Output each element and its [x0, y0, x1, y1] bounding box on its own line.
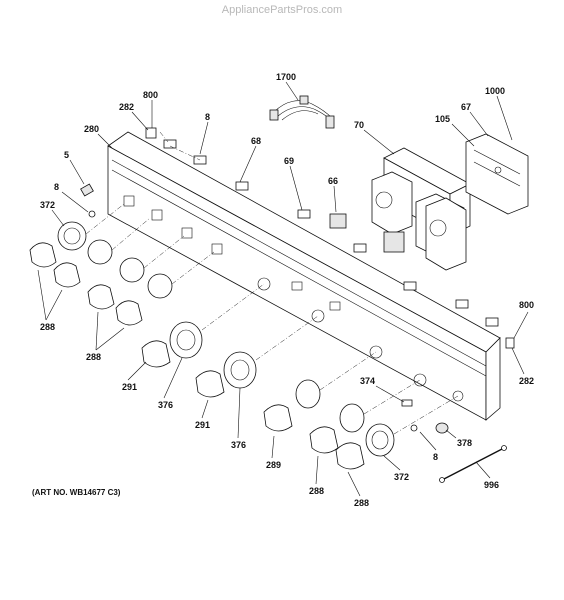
callout-280: 280 — [84, 124, 99, 134]
callout-288-left: 288 — [40, 322, 55, 332]
wire-harness[interactable] — [269, 95, 335, 129]
spark-module-assembly[interactable] — [371, 147, 471, 271]
callout-291-left: 291 — [122, 382, 137, 392]
callout-70: 70 — [354, 120, 364, 130]
callout-372-left: 372 — [40, 200, 55, 210]
control-panel-manifold[interactable] — [107, 131, 501, 421]
callout-1000: 1000 — [485, 86, 505, 96]
callout-8-right: 8 — [433, 452, 438, 462]
display-window[interactable] — [329, 213, 347, 229]
small-parts[interactable] — [80, 183, 507, 483]
alignment-lines — [85, 131, 459, 435]
callout-291-mid: 291 — [195, 420, 210, 430]
callout-282-top: 282 — [119, 102, 134, 112]
callout-372-right: 372 — [394, 472, 409, 482]
center-burner-controls[interactable] — [141, 321, 257, 398]
callout-282-right: 282 — [519, 376, 534, 386]
control-board[interactable] — [465, 133, 529, 215]
callout-69: 69 — [284, 156, 294, 166]
callout-288-b1: 288 — [309, 486, 324, 496]
callout-996: 996 — [484, 480, 499, 490]
callout-288-mid: 288 — [86, 352, 101, 362]
callout-288-b2: 288 — [354, 498, 369, 508]
callout-376-left: 376 — [158, 400, 173, 410]
callout-labels: 1700 1000 800 282 8 67 105 70 280 68 5 6… — [40, 72, 534, 508]
leader-lines — [37, 81, 529, 497]
callout-374: 374 — [360, 376, 375, 386]
callout-800-top: 800 — [143, 90, 158, 100]
callout-105: 105 — [435, 114, 450, 124]
callout-800-right: 800 — [519, 300, 534, 310]
callout-289: 289 — [266, 460, 281, 470]
watermark: AppliancePartsPros.com — [221, 4, 343, 16]
callout-378: 378 — [457, 438, 472, 448]
callout-67: 67 — [461, 102, 471, 112]
callout-8-top: 8 — [205, 112, 210, 122]
callout-376-mid: 376 — [231, 440, 246, 450]
callout-66: 66 — [328, 176, 338, 186]
callout-1700: 1700 — [276, 72, 296, 82]
left-burner-controls[interactable] — [29, 221, 173, 326]
callout-68: 68 — [251, 136, 261, 146]
callout-8-left: 8 — [54, 182, 59, 192]
art-number: (ART NO. WB14677 C3) — [32, 488, 121, 497]
right-burner-controls[interactable] — [263, 379, 395, 470]
callout-5: 5 — [64, 150, 69, 160]
